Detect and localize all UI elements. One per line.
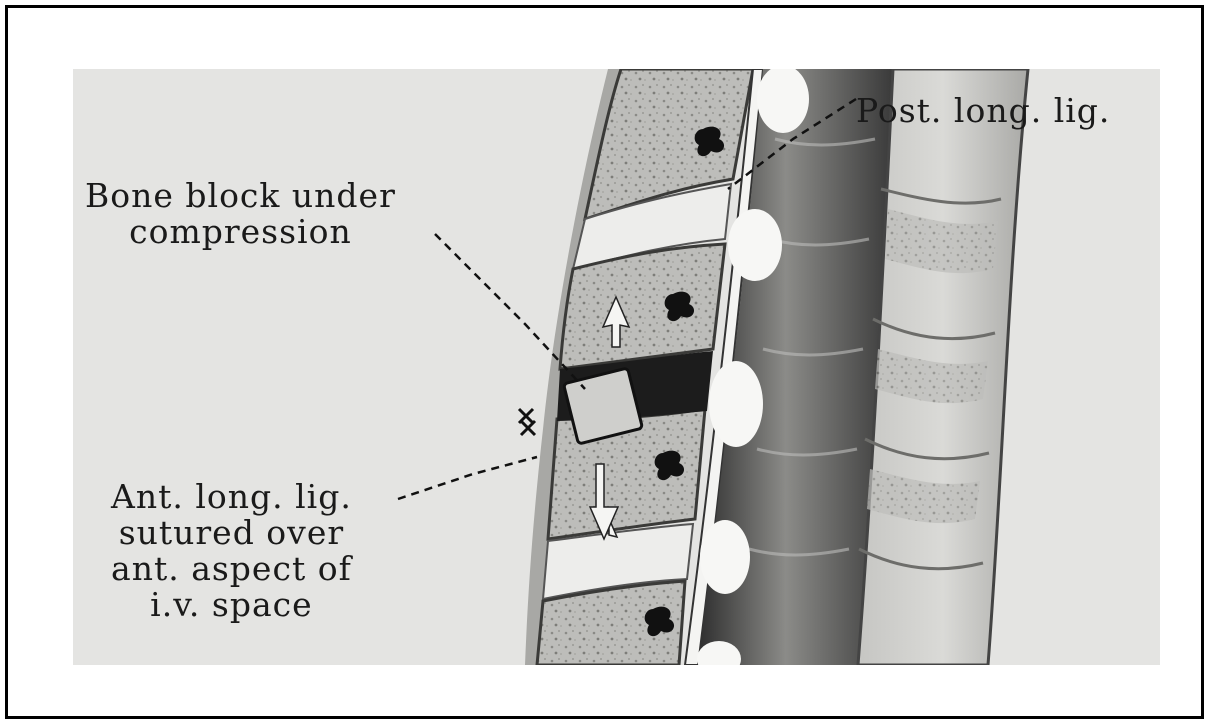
ant-long-lig-label-line3: ant. aspect of bbox=[111, 551, 352, 587]
figure-frame: Post. long. lig. Bone block under compre… bbox=[5, 5, 1204, 719]
ant-long-lig-label-line1: Ant. long. lig. bbox=[111, 479, 352, 515]
ant-long-lig-label-line4: i.v. space bbox=[111, 587, 352, 623]
suture-mark-2 bbox=[665, 292, 694, 322]
bone-block-label-line1: Bone block under bbox=[85, 178, 396, 214]
bone-block-label-line2: compression bbox=[85, 214, 396, 250]
foramen-3 bbox=[709, 361, 763, 447]
ant-lig-leader bbox=[398, 457, 537, 499]
ant-long-lig-label-line2: sutured over bbox=[111, 515, 352, 551]
anatomical-illustration: Post. long. lig. Bone block under compre… bbox=[73, 69, 1160, 665]
bone-block-label: Bone block under compression bbox=[85, 178, 396, 250]
suture-mark-3 bbox=[655, 451, 684, 481]
anterior-suture bbox=[519, 409, 535, 435]
suture-mark-1 bbox=[695, 127, 724, 157]
post-long-lig-label: Post. long. lig. bbox=[856, 93, 1110, 129]
foramen-4 bbox=[700, 520, 750, 594]
suture-mark-4 bbox=[645, 607, 674, 637]
foramen-2 bbox=[728, 209, 782, 281]
ant-long-lig-label: Ant. long. lig. sutured over ant. aspect… bbox=[111, 479, 352, 623]
